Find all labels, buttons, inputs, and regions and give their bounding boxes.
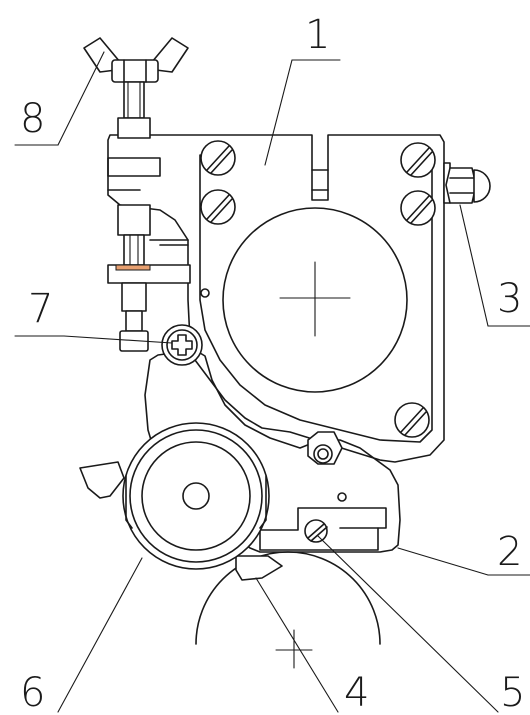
callout-6: 6 — [20, 670, 45, 715]
phillips-screw-icon — [161, 324, 203, 366]
callout-3: 3 — [497, 276, 522, 322]
clamp-block — [259, 507, 387, 551]
center-mark-icon — [279, 261, 351, 337]
cap-nut-icon — [443, 162, 491, 204]
slotted-screw-icon — [400, 190, 436, 226]
wing-screw-assembly — [83, 37, 191, 352]
callout-4: 4 — [344, 670, 369, 715]
pressure-foot — [235, 555, 283, 581]
slotted-screw-icon — [200, 140, 236, 176]
slotted-screw-icon — [400, 142, 436, 178]
callout-2: 2 — [497, 529, 522, 575]
callout-leaders — [14, 51, 530, 713]
slotted-screw-icon — [200, 189, 236, 225]
callout-5: 5 — [500, 670, 525, 715]
main-bracket — [107, 134, 445, 463]
callout-7: 7 — [28, 286, 53, 332]
hex-nut-icon — [307, 431, 343, 465]
slotted-screw-icon — [394, 402, 430, 438]
top-roller — [79, 422, 270, 570]
pin-hole — [337, 492, 347, 502]
callout-1: 1 — [305, 12, 330, 58]
center-mark-icon — [275, 629, 313, 669]
callout-8: 8 — [20, 96, 45, 142]
callout-labels: 1 2 3 4 5 6 7 8 — [20, 12, 525, 715]
